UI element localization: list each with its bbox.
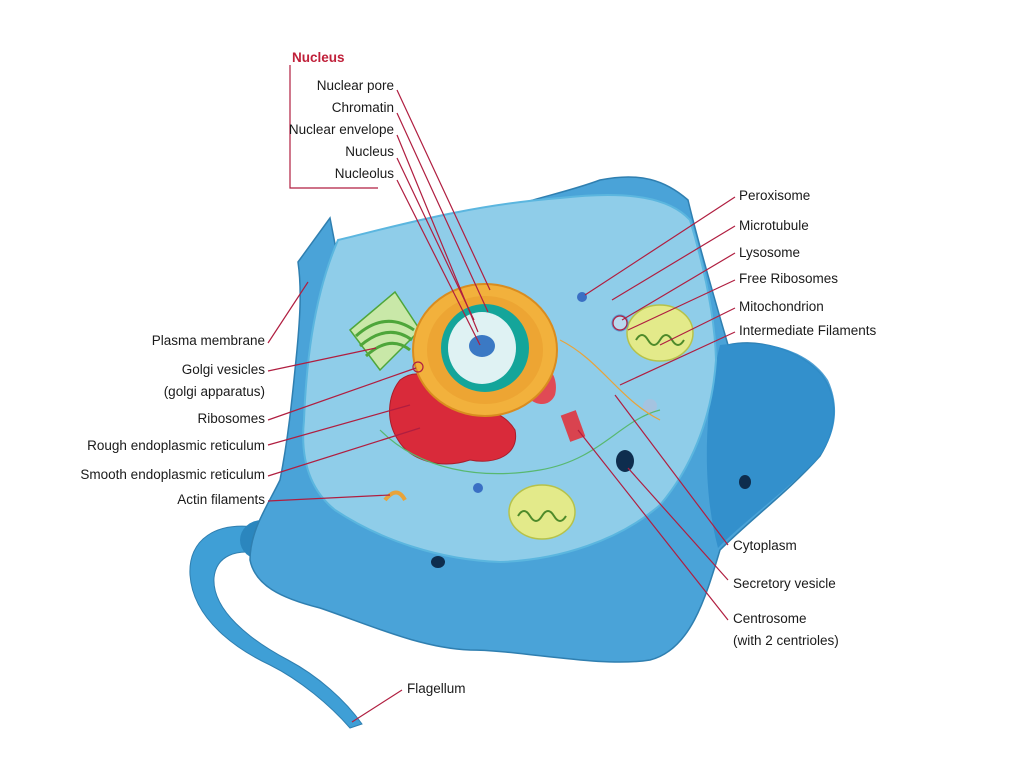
- label-nuclear-envelope: Nuclear envelope: [288, 122, 394, 137]
- label-lysosome: Lysosome: [739, 245, 801, 260]
- leader-centrosome: [577, 429, 729, 621]
- leader-free-ribosomes: [627, 279, 736, 331]
- leader-smooth-er: [267, 427, 421, 477]
- leader-plasma-membrane: [267, 281, 309, 344]
- leader-nuclear-pore: [396, 89, 491, 291]
- label-flagellum: Flagellum: [407, 681, 466, 696]
- label-mitochondrion: Mitochondrion: [739, 299, 824, 314]
- label-plasma-membrane: Plasma membrane: [151, 333, 265, 348]
- label-free-ribosomes: Free Ribosomes: [739, 271, 839, 286]
- label-golgi-vesicles: Golgi vesicles: [181, 362, 265, 377]
- label-rough-er: Rough endoplasmic reticulum: [87, 438, 265, 453]
- label-peroxisome: Peroxisome: [739, 188, 811, 203]
- leader-secretory-vesicle: [627, 467, 729, 581]
- leader-microtubule: [611, 225, 736, 301]
- leader-peroxisome: [584, 196, 736, 296]
- label-ribosomes: Ribosomes: [197, 411, 265, 426]
- leader-actin: [267, 494, 391, 502]
- vesicle-shape: [473, 483, 483, 493]
- mitochondrion-lower: [508, 484, 576, 540]
- label-actin-filaments: Actin filaments: [177, 492, 265, 507]
- lysosome-marker: [612, 315, 628, 331]
- peroxisome-shape: [577, 292, 587, 302]
- label-smooth-er: Smooth endoplasmic reticulum: [80, 467, 265, 482]
- label-golgi-apparatus: (golgi apparatus): [163, 384, 265, 399]
- golgi-apparatus: [348, 290, 421, 372]
- leader-cytoplasm: [614, 394, 729, 546]
- flagellum-shape: [189, 525, 363, 729]
- label-centrosome-note: (with 2 centrioles): [733, 633, 839, 648]
- label-microtubule: Microtubule: [739, 218, 809, 233]
- actin-shape: [383, 490, 407, 502]
- centrosome-shape: [560, 410, 586, 442]
- label-cytoplasm: Cytoplasm: [733, 538, 797, 553]
- label-nucleus: Nucleus: [345, 144, 394, 159]
- label-centrosome: Centrosome: [733, 611, 807, 626]
- label-nuclear-pore: Nuclear pore: [316, 78, 394, 93]
- nucleus-heading: Nucleus: [292, 50, 345, 65]
- label-intermediate-filaments: Intermediate Filaments: [739, 323, 877, 338]
- cell-right-lobe: [706, 343, 836, 548]
- microtubule-shape: [559, 339, 661, 421]
- leader-golgi: [267, 347, 377, 372]
- leader-intermediate-filaments: [619, 331, 736, 386]
- label-secretory-vesicle: Secretory vesicle: [733, 576, 836, 591]
- vesicle-shape-2: [643, 399, 657, 413]
- nucleus-shape: [412, 283, 558, 417]
- leader-flagellum: [351, 689, 403, 723]
- leader-rough-er: [267, 404, 411, 446]
- label-nucleolus: Nucleolus: [334, 166, 394, 181]
- ribosome-marker: [412, 361, 424, 373]
- intermediate-filaments-shape: [379, 409, 661, 475]
- leader-nucleolus: [396, 179, 481, 346]
- leader-mitochondrion: [659, 307, 736, 346]
- membrane-dot-2: [739, 475, 751, 489]
- nucleus-bracket: [289, 65, 378, 189]
- mitochondrion-upper: [626, 304, 694, 362]
- leader-lysosome: [621, 252, 736, 321]
- label-chromatin: Chromatin: [331, 100, 394, 115]
- leader-chromatin: [396, 112, 489, 313]
- leader-nucleus: [396, 157, 475, 321]
- leader-ribosomes: [267, 367, 417, 421]
- secretory-vesicle-shape: [616, 450, 634, 472]
- membrane-dot-1: [431, 556, 445, 568]
